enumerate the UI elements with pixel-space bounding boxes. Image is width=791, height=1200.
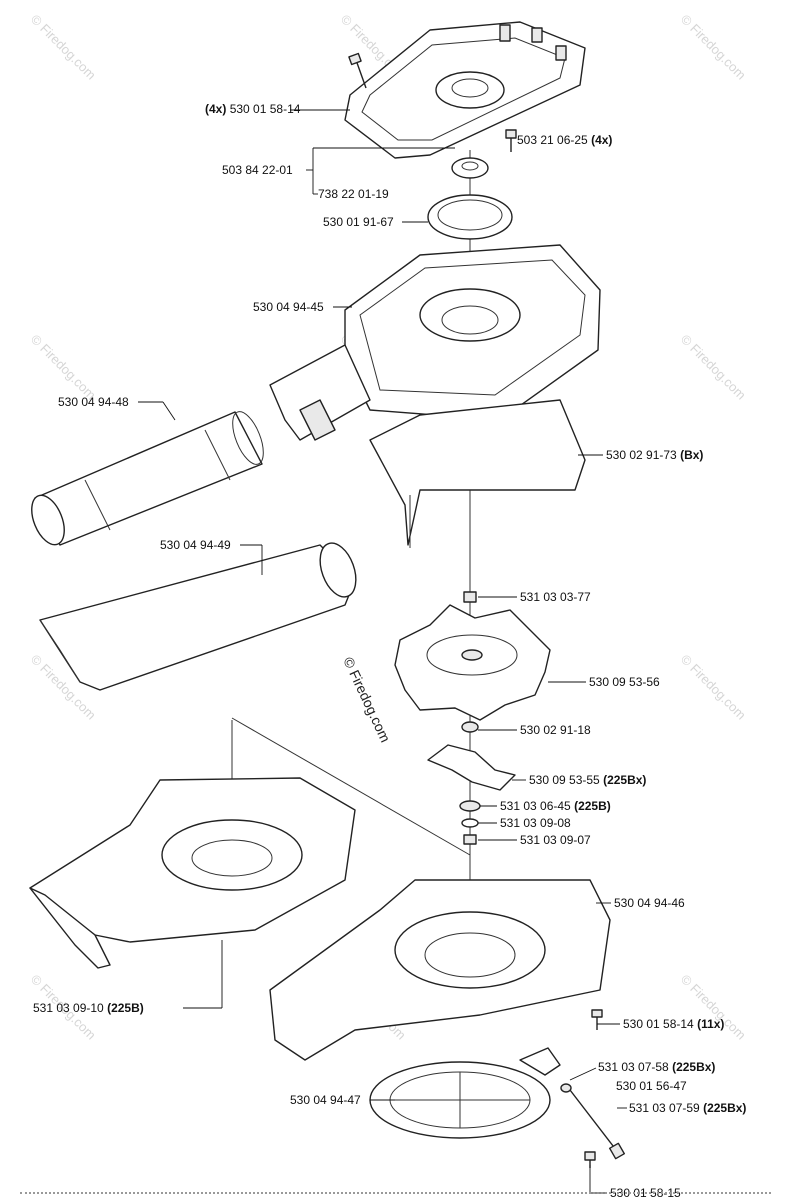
label-code: 503 21 06-25 (517, 133, 588, 147)
label-suffix: (Bx) (680, 448, 703, 462)
label-code: 530 01 91-67 (323, 215, 394, 229)
part-label: 530 02 91-73 (Bx) (606, 448, 703, 462)
label-code: 530 04 94-48 (58, 395, 129, 409)
nut-part (463, 591, 477, 603)
part-label: 531 03 03-77 (520, 590, 591, 604)
label-code: 531 03 03-77 (520, 590, 591, 604)
label-code: 531 03 07-59 (629, 1101, 700, 1115)
label-code: 503 84 22-01 (222, 163, 293, 177)
label-suffix: (225B) (107, 1001, 144, 1015)
watermark-tile: © Firedog.com (28, 332, 99, 403)
leader-line (162, 401, 176, 421)
part-label: 530 09 53-55 (225Bx) (529, 773, 646, 787)
label-suffix: (225B) (574, 799, 611, 813)
part-label: 530 04 94-49 (160, 538, 231, 552)
label-code: 530 01 56-47 (616, 1079, 687, 1093)
watermark-tile: © Firedog.com (678, 12, 749, 83)
part-label: 530 04 94-47 (290, 1093, 361, 1107)
leader-line (569, 1067, 597, 1081)
part-label: 503 84 22-01 (222, 163, 293, 177)
assembly-diagonal (231, 717, 471, 856)
part-labels: (4x) 530 01 58-14 503 21 06-25 (4x) 503 … (33, 102, 746, 1200)
intake-guard-part (369, 1047, 561, 1139)
label-prefix: (4x) (205, 102, 226, 116)
bearing-part (451, 157, 489, 179)
label-code: 530 04 94-45 (253, 300, 324, 314)
part-label: 531 03 07-58 (225Bx) (598, 1060, 715, 1074)
cover-screw-left (348, 52, 367, 89)
label-code: 531 03 06-45 (500, 799, 571, 813)
part-label: 503 21 06-25 (4x) (517, 133, 612, 147)
label-code: 738 22 01-19 (318, 187, 389, 201)
volute-band-part (369, 399, 586, 548)
flat-nozzle-part (39, 542, 357, 691)
part-label: 738 22 01-19 (318, 187, 389, 201)
label-suffix: (4x) (591, 133, 612, 147)
part-label: 531 03 09-08 (500, 816, 571, 830)
label-suffix: (11x) (697, 1017, 724, 1031)
label-suffix: (225Bx) (603, 773, 646, 787)
label-code: 530 01 58-14 (230, 102, 301, 116)
spacer-part (461, 721, 479, 733)
watermark-tile: © Firedog.com (678, 332, 749, 403)
top-cover-part (344, 21, 586, 159)
blower-tube-part (31, 411, 264, 546)
label-code: 530 02 91-73 (606, 448, 677, 462)
part-label: 530 09 53-56 (589, 675, 660, 689)
seal-ring-part (427, 194, 513, 240)
label-suffix: (225Bx) (703, 1101, 746, 1115)
watermark-tile: © Firedog.com (678, 972, 749, 1043)
part-label: 530 01 58-14 (11x) (623, 1017, 724, 1031)
housing-screw-part (591, 1009, 603, 1030)
latch-pin-part (560, 1083, 626, 1168)
label-code: 530 02 91-18 (520, 723, 591, 737)
label-code: 531 03 07-58 (598, 1060, 669, 1074)
part-label: 531 03 07-59 (225Bx) (629, 1101, 746, 1115)
label-code: 530 04 94-49 (160, 538, 231, 552)
cutter-blade-part (427, 744, 516, 791)
label-code: 530 04 94-47 (290, 1093, 361, 1107)
watermark-tile: © Firedog.com (28, 12, 99, 83)
leader-lines (138, 109, 627, 1194)
watermark-tile: © Firedog.com (678, 652, 749, 723)
part-label: 530 04 94-45 (253, 300, 324, 314)
label-code: 531 03 09-08 (500, 816, 571, 830)
left-lower-housing-part (29, 777, 356, 969)
part-label: 530 04 94-46 (614, 896, 685, 910)
label-code: 530 09 53-56 (589, 675, 660, 689)
label-code: 531 03 09-07 (520, 833, 591, 847)
part-label: 530 01 91-67 (323, 215, 394, 229)
washer-part (459, 800, 481, 845)
impeller-fan-part (394, 604, 551, 721)
bottom-divider (20, 1192, 771, 1194)
label-code: 530 04 94-46 (614, 896, 685, 910)
label-suffix: (225Bx) (672, 1060, 715, 1074)
label-code: 531 03 09-10 (33, 1001, 104, 1015)
right-lower-housing-part (269, 879, 611, 1061)
watermark-main: © Firedog.com (340, 655, 393, 745)
label-code: 530 01 58-14 (623, 1017, 694, 1031)
label-code: 530 09 53-55 (529, 773, 600, 787)
part-label: 530 01 56-47 (616, 1079, 687, 1093)
part-label: 531 03 09-10 (225B) (33, 1001, 144, 1015)
cover-screw-right (505, 129, 517, 152)
part-label: 530 02 91-18 (520, 723, 591, 737)
part-label: 530 04 94-48 (58, 395, 129, 409)
part-label: 531 03 06-45 (225B) (500, 799, 611, 813)
part-label: 531 03 09-07 (520, 833, 591, 847)
part-label: (4x) 530 01 58-14 (205, 102, 301, 116)
upper-housing-part (269, 244, 601, 441)
